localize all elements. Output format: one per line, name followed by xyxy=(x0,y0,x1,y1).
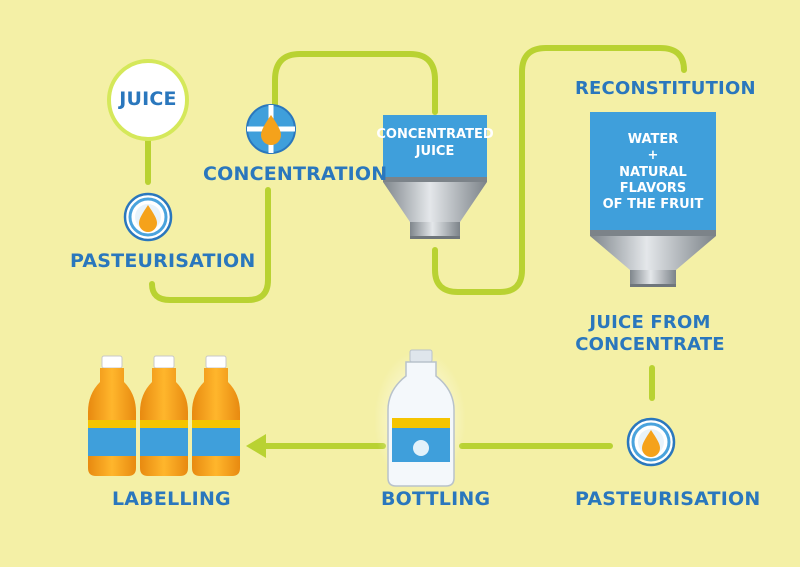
labelled-bottle-icon xyxy=(140,355,188,476)
labelled-bottle-icon xyxy=(88,355,136,476)
drop-split-icon xyxy=(246,104,296,154)
tank-icon xyxy=(590,112,716,287)
additives-label: WATER + NATURAL FLAVORS OF THE FRUIT xyxy=(602,132,704,212)
drop-target-icon xyxy=(626,417,676,467)
arrow-head-icon xyxy=(246,434,266,458)
concentration-label: CONCENTRATION xyxy=(203,163,388,185)
bottle-icon xyxy=(374,349,466,490)
pipe-pasteurisation-to-concentration xyxy=(149,187,271,303)
juice-label: JUICE xyxy=(119,88,177,110)
bottling-label: BOTTLING xyxy=(381,488,491,510)
reconstitution-label: RECONSTITUTION xyxy=(575,78,756,99)
pasteurisation-label-1: PASTEURISATION xyxy=(70,250,256,272)
juice-from-concentrate-label: JUICE FROM CONCENTRATE xyxy=(575,312,725,355)
pasteurisation-label-2: PASTEURISATION xyxy=(575,488,761,510)
pipe-concentration-to-hopper xyxy=(272,51,438,135)
labelling-label: LABELLING xyxy=(112,488,231,510)
hopper-icon xyxy=(383,115,487,239)
labelled-bottle-icon xyxy=(192,355,240,476)
concentrated-juice-label: CONCENTRATED JUICE xyxy=(376,127,494,159)
juice-node-circle xyxy=(107,59,189,141)
pipe-hopper-to-reconstitution xyxy=(432,45,687,295)
drop-target-icon xyxy=(123,192,173,242)
